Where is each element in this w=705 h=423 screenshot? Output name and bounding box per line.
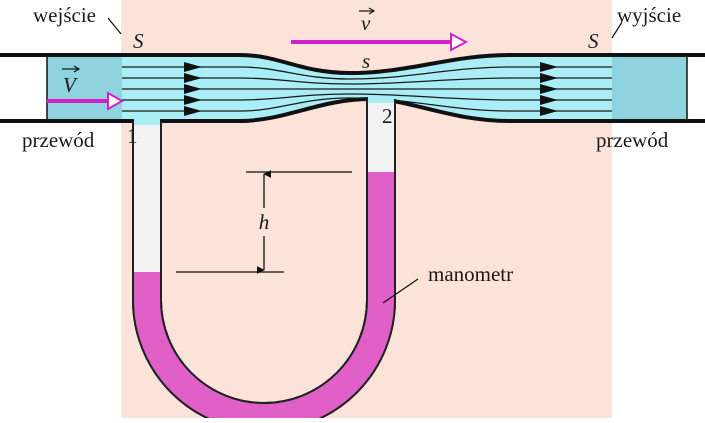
outlet-label: wyjście <box>617 3 681 27</box>
point-2-label: 2 <box>382 104 393 128</box>
venturi-top-wall <box>122 53 612 76</box>
velocity-throat-label: v <box>361 11 371 35</box>
section-throat-label: s <box>362 49 370 73</box>
pipe-right <box>612 55 687 121</box>
outlet-leader <box>611 21 623 39</box>
flow-arrow <box>540 106 558 116</box>
streamline-1 <box>122 66 612 80</box>
streamline-2 <box>122 77 612 85</box>
streamlines <box>122 66 612 112</box>
streamline-5 <box>122 97 612 112</box>
inlet-label: wejście <box>33 3 96 27</box>
manometer-label: manometr <box>428 262 513 286</box>
point-1-label: 1 <box>127 124 138 148</box>
pipe-left-label: przewód <box>22 128 95 152</box>
velocity-throat-vector-arrow <box>359 7 376 15</box>
manometer-leader <box>382 278 419 304</box>
velocity-pipe-vector-arrow <box>62 65 81 73</box>
flow-arrow <box>184 106 202 116</box>
tap-1 <box>134 119 160 125</box>
flow-arrow <box>540 73 558 83</box>
flow-arrow <box>540 62 558 72</box>
section-in-label: S <box>133 29 144 53</box>
height-label: h <box>259 210 270 234</box>
flow-arrow <box>540 84 558 94</box>
flow-arrow <box>184 73 202 83</box>
pipe-left <box>47 55 122 121</box>
pipe-right-label: przewód <box>596 128 669 152</box>
flow-arrow <box>184 62 202 72</box>
streamline-arrows <box>184 62 558 116</box>
velocity-pipe-label: V <box>63 73 78 97</box>
height-label-bg <box>252 208 276 236</box>
manometer <box>132 97 396 423</box>
streamline-4 <box>122 93 612 101</box>
flow-arrow <box>540 95 558 105</box>
section-out-label: S <box>588 29 599 53</box>
velocity-throat-arrow <box>291 32 469 52</box>
velocity-pipe-arrow <box>47 91 125 111</box>
inlet-leader <box>107 17 122 35</box>
flow-arrow <box>184 95 202 105</box>
manometer-liquid-fill <box>134 172 394 423</box>
tap-2 <box>368 97 394 103</box>
venturi-channel <box>122 55 612 121</box>
flow-arrow <box>184 84 202 94</box>
